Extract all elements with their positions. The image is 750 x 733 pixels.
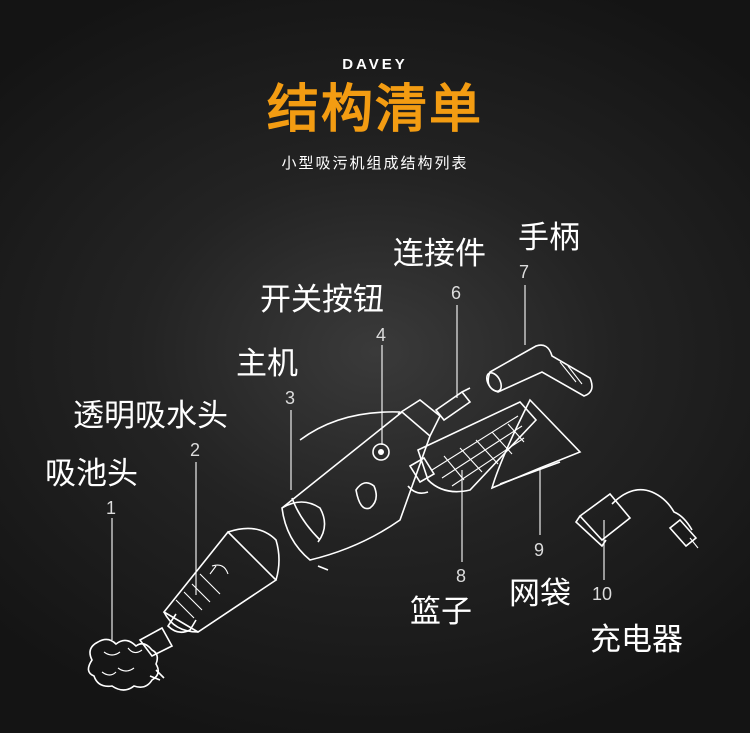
handle-drawing: [485, 344, 593, 397]
brand-name: DAVEY: [342, 56, 408, 73]
part-number-6: 6: [451, 283, 462, 303]
part-number-4: 4: [376, 325, 387, 345]
page-subtitle: 小型吸污机组成结构列表: [281, 154, 469, 172]
part-number-2: 2: [190, 440, 201, 460]
transparent-nozzle-drawing: [162, 527, 280, 634]
page-title: 结构清单: [266, 80, 483, 140]
part-number-1: 1: [106, 498, 117, 518]
charger-drawing: [574, 488, 699, 549]
pool-head-drawing: [87, 626, 174, 691]
part-number-3: 3: [285, 388, 296, 408]
part-label-switch-button: 开关按钮: [260, 282, 384, 318]
part-number-9: 9: [534, 540, 545, 560]
part-label-handle: 手柄: [518, 220, 580, 256]
power-switch-button: [372, 443, 390, 461]
part-number-7: 7: [519, 262, 530, 282]
part-label-mesh-bag: 网袋: [509, 576, 571, 612]
main-body-drawing: [281, 399, 442, 571]
part-label-pool-head: 吸池头: [45, 456, 138, 492]
part-label-basket: 篮子: [410, 594, 472, 630]
connector-drawing: [434, 387, 472, 422]
part-label-transparent-nozzle: 透明吸水头: [73, 398, 228, 434]
part-number-10: 10: [592, 584, 613, 604]
part-number-8: 8: [456, 566, 467, 586]
basket-drawing: [407, 401, 538, 494]
mesh-bag-drawing: [490, 398, 582, 490]
part-label-connector: 连接件: [393, 236, 486, 272]
part-label-charger: 充电器: [590, 622, 683, 658]
part-label-main-unit: 主机: [236, 346, 298, 382]
